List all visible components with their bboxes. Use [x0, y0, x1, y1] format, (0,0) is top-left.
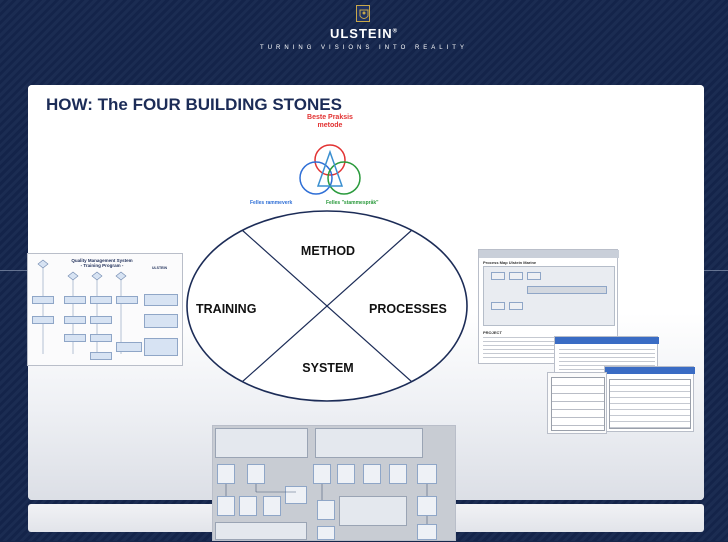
cross-line-2 [241, 229, 413, 383]
form-window-titlebar [605, 367, 695, 374]
quadrant-method: METHOD [300, 244, 356, 258]
venn-blue-circle [299, 161, 333, 195]
process-box [527, 286, 607, 294]
quadrant-processes: PROCESSES [369, 302, 447, 316]
process-map-titlebar [479, 250, 619, 258]
flow-box [144, 314, 178, 328]
venn-left-label: Felles rammeverk [250, 200, 293, 206]
form-window-grid [609, 379, 691, 429]
flow-box [90, 296, 112, 304]
venn-top-label: Beste Praksis metode [307, 114, 353, 129]
flow-box [32, 316, 54, 324]
quadrant-system: SYSTEM [302, 361, 354, 375]
system-flow-box [317, 500, 335, 520]
process-box [509, 302, 523, 310]
flow-box [32, 296, 54, 304]
quadrant-training: TRAINING [196, 302, 257, 316]
system-flow-panel [339, 496, 407, 526]
process-map-section: PROJECT [483, 330, 502, 335]
slide-title: HOW: The FOUR BUILDING STONES [46, 95, 342, 114]
process-map-body [483, 266, 615, 326]
flow-box [144, 338, 178, 356]
system-flow-box [285, 486, 307, 504]
training-thumb-brand: ULSTEIN [152, 266, 167, 270]
brand-name: ULSTEIN® [329, 26, 399, 41]
sketch-document-thumbnail [547, 372, 607, 434]
ulstein-shield-icon [356, 5, 370, 22]
system-flowchart-thumbnail [212, 425, 456, 541]
tagline: TURNING VISIONS INTO REALITY [260, 45, 468, 51]
system-flow-box [317, 526, 335, 540]
system-flow-box [263, 496, 281, 516]
sketch-document-text [551, 377, 605, 431]
system-flow-box [217, 464, 235, 484]
flow-box [64, 316, 86, 324]
system-flow-box [363, 464, 381, 484]
training-program-thumbnail: Quality Management System - Training Pro… [27, 253, 183, 366]
venn-green-circle [327, 161, 361, 195]
process-box [491, 302, 505, 310]
flow-box [116, 342, 142, 352]
system-flow-panel [215, 428, 308, 458]
system-flow-box [417, 524, 437, 540]
process-box [509, 272, 523, 280]
venn-right-label: Felles "stammespråk" [326, 200, 379, 206]
system-flow-box [239, 496, 257, 516]
flow-box [90, 334, 112, 342]
document-window-titlebar [555, 337, 659, 344]
flow-box [90, 316, 112, 324]
system-flow-panel [215, 522, 307, 540]
process-box [491, 272, 505, 280]
process-box [527, 272, 541, 280]
system-flow-connectors [225, 484, 428, 524]
flow-box [64, 296, 86, 304]
flow-box [64, 334, 86, 342]
system-flow-box [337, 464, 355, 484]
system-flow-panel [315, 428, 423, 458]
training-thumb-title: Quality Management System - Training Pro… [71, 258, 133, 268]
form-window-thumbnail [604, 366, 695, 432]
process-map-title: Process Map Ulstein Marine [483, 260, 537, 265]
system-flow-box [313, 464, 331, 484]
system-flow-box [417, 496, 437, 516]
venn-circles [299, 144, 361, 195]
flow-box [90, 352, 112, 360]
venn-triangle [316, 149, 344, 187]
system-flow-box [417, 464, 437, 484]
venn-diagram: Beste Praksis metode Felles rammeverk Fe… [250, 112, 410, 212]
venn-red-circle [314, 144, 346, 176]
flow-box [144, 294, 178, 306]
system-flow-box [247, 464, 265, 484]
system-flow-box [217, 496, 235, 516]
system-flow-box [389, 464, 407, 484]
header: ULSTEIN® TURNING VISIONS INTO REALITY [0, 0, 728, 84]
flow-box [116, 296, 138, 304]
